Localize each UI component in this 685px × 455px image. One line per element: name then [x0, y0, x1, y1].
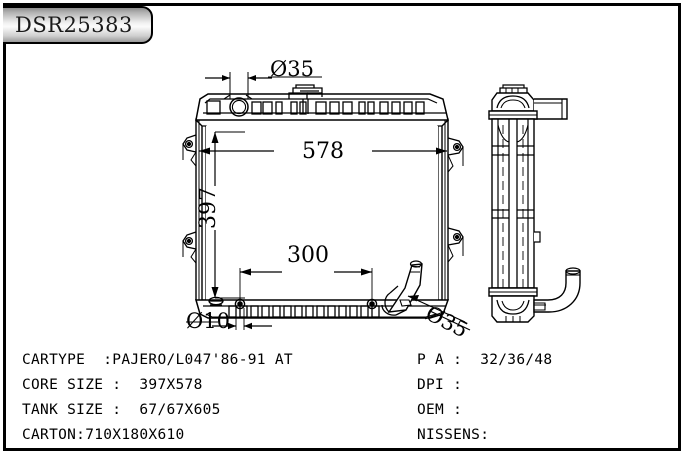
dimension-annotations — [186, 72, 471, 331]
title-tab: DSR25383 — [3, 6, 153, 44]
dim-outlet-diameter: Ø35 — [422, 301, 472, 342]
dimension-labels: Ø35 578 397 300 Ø10 Ø35 — [186, 57, 472, 342]
dim-mount-spacing: 300 — [287, 243, 329, 268]
spec-table: CARTYPE :PAJERO/L047'86-91 AT CORE SIZE … — [22, 348, 662, 448]
dim-hole-diameter: Ø10 — [186, 309, 230, 333]
dim-core-width: 578 — [302, 139, 344, 164]
spec-row-dpi: DPI : — [417, 377, 463, 393]
spec-row-carton: CARTON:710X180X610 — [22, 427, 185, 443]
spec-column-left: CARTYPE :PAJERO/L047'86-91 AT CORE SIZE … — [22, 348, 417, 448]
spec-row-cartype: CARTYPE :PAJERO/L047'86-91 AT — [22, 352, 293, 368]
spec-row-core-size: CORE SIZE : 397X578 — [22, 377, 203, 393]
spec-row-oem: OEM : — [417, 402, 463, 418]
radiator-side-view — [488, 84, 581, 323]
page-border — [3, 3, 681, 451]
spec-row-nissens: NISSENS: — [417, 427, 490, 443]
dim-core-height: 397 — [196, 187, 221, 229]
radiator-front-view — [182, 84, 464, 319]
spec-row-pa: P A : 32/36/48 — [417, 352, 553, 368]
dim-inlet-diameter: Ø35 — [270, 57, 314, 81]
spec-row-tank-size: TANK SIZE : 67/67X605 — [22, 402, 221, 418]
spec-column-right: P A : 32/36/48 DPI : OEM : NISSENS: — [417, 348, 657, 448]
part-number-label: DSR25383 — [15, 13, 133, 37]
